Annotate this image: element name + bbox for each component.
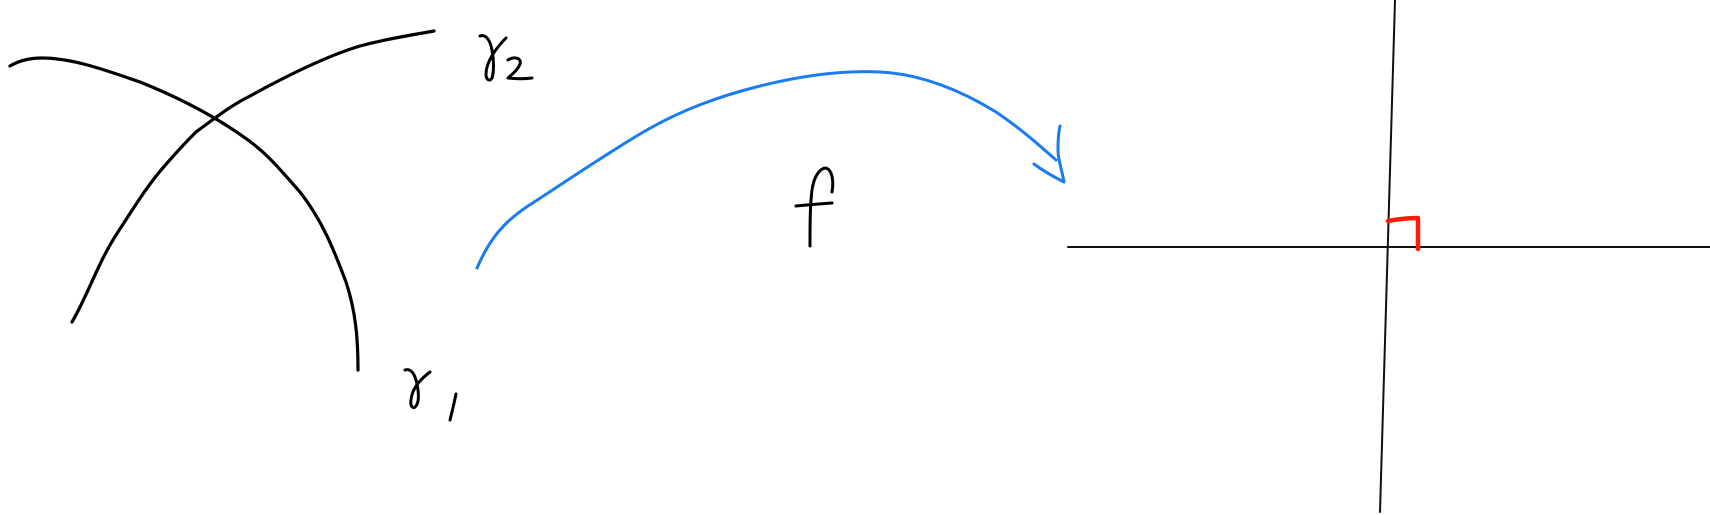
label-f: f — [794, 166, 835, 248]
right-angle-marker-icon — [1385, 215, 1421, 252]
arrowhead-icon — [1032, 124, 1066, 184]
label-f-text: f — [805, 239, 806, 241]
label-gamma-1-text: γ1 — [405, 404, 407, 406]
curve-gamma-1 — [8, 56, 360, 372]
axes-group — [1067, 0, 1710, 513]
curves-group — [8, 29, 436, 372]
label-gamma-2-text: γ2 — [478, 77, 480, 79]
label-gamma-1: γ1 — [403, 368, 458, 422]
label-gamma-2: γ2 — [478, 34, 534, 82]
vertical-axis — [1379, 0, 1396, 513]
map-arrow — [475, 70, 1066, 270]
curved-arrow-icon — [475, 70, 1058, 270]
curve-gamma-2 — [70, 29, 436, 324]
